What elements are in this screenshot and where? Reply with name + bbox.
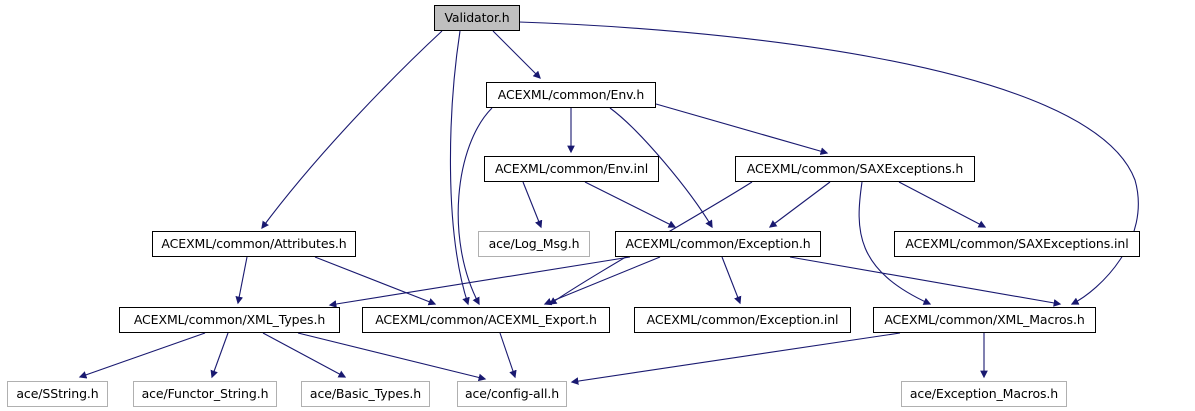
graph-node-log_msg[interactable]: ace/Log_Msg.h xyxy=(478,231,590,257)
graph-edge xyxy=(78,332,206,379)
graph-node-config_all[interactable]: ace/config-all.h xyxy=(457,381,567,407)
graph-node-label: ace/Basic_Types.h xyxy=(309,385,422,401)
graph-edge xyxy=(655,103,829,155)
graph-node-label: ACEXML/common/Exception.inl xyxy=(646,311,839,327)
graph-node-env_inl[interactable]: ACEXML/common/Env.inl xyxy=(484,156,659,182)
graph-edge xyxy=(858,181,932,305)
graph-node-label: ace/Functor_String.h xyxy=(141,385,269,401)
graph-edge xyxy=(609,107,713,229)
graph-edge xyxy=(584,181,677,228)
graph-node-label: ACEXML/common/Env.inl xyxy=(494,160,649,176)
graph-node-label: ACEXML/common/SAXExceptions.inl xyxy=(905,235,1129,251)
graph-node-sstring[interactable]: ace/SString.h xyxy=(7,381,108,407)
graph-edge xyxy=(328,256,631,308)
graph-edge xyxy=(262,332,347,378)
graph-edge xyxy=(768,181,831,228)
graph-node-basic_types[interactable]: ace/Basic_Types.h xyxy=(301,381,430,407)
graph-node-label: ACEXML/common/Attributes.h xyxy=(161,235,347,251)
graph-edge xyxy=(210,332,229,379)
graph-node-label: ace/Log_Msg.h xyxy=(488,235,580,251)
graph-node-exception_inl[interactable]: ACEXML/common/Exception.inl xyxy=(634,307,851,333)
graph-node-env_h[interactable]: ACEXML/common/Env.h xyxy=(486,82,656,108)
graph-edge xyxy=(499,332,517,379)
graph-node-attributes_h[interactable]: ACEXML/common/Attributes.h xyxy=(152,231,356,257)
graph-edge xyxy=(449,30,470,306)
graph-edge xyxy=(518,21,1139,305)
graph-edge xyxy=(235,256,248,305)
graph-node-label: ACEXML/common/Exception.h xyxy=(625,235,811,251)
graph-node-saxexc_inl[interactable]: ACEXML/common/SAXExceptions.inl xyxy=(894,231,1140,257)
graph-edge xyxy=(570,332,901,385)
graph-edge xyxy=(789,256,1062,307)
graph-node-validator[interactable]: Validator.h xyxy=(434,5,520,31)
graph-node-label: ACEXML/common/XML_Macros.h xyxy=(884,311,1085,327)
graph-node-exc_macros[interactable]: ace/Exception_Macros.h xyxy=(901,381,1067,407)
graph-edge xyxy=(543,256,661,306)
graph-edge xyxy=(297,332,487,382)
graph-node-label: ace/Exception_Macros.h xyxy=(909,385,1059,401)
graph-node-label: ACEXML/common/ACEXML_Export.h xyxy=(375,311,597,327)
graph-node-label: ACEXML/common/XML_Types.h xyxy=(133,311,326,327)
graph-edge xyxy=(522,181,543,229)
graph-node-saxexceptions_h[interactable]: ACEXML/common/SAXExceptions.h xyxy=(735,156,975,182)
graph-edge xyxy=(314,256,437,306)
graph-edge xyxy=(261,30,443,230)
graph-node-xml_types[interactable]: ACEXML/common/XML_Types.h xyxy=(119,307,340,333)
graph-node-label: ace/SString.h xyxy=(16,385,99,401)
graph-node-xml_macros[interactable]: ACEXML/common/XML_Macros.h xyxy=(873,307,1096,333)
graph-node-label: Validator.h xyxy=(444,9,510,25)
graph-node-label: ACEXML/common/Env.h xyxy=(497,86,645,102)
graph-node-label: ace/config-all.h xyxy=(464,385,560,401)
graph-node-exception_h[interactable]: ACEXML/common/Exception.h xyxy=(615,231,821,257)
graph-node-label: ACEXML/common/SAXExceptions.h xyxy=(746,160,964,176)
graph-edge xyxy=(492,30,541,79)
graph-edge xyxy=(898,181,987,228)
graph-node-functor_string[interactable]: ace/Functor_String.h xyxy=(133,381,277,407)
graph-node-acexml_export[interactable]: ACEXML/common/ACEXML_Export.h xyxy=(362,307,610,333)
graph-edge xyxy=(721,256,742,305)
graph-edge xyxy=(457,107,493,306)
